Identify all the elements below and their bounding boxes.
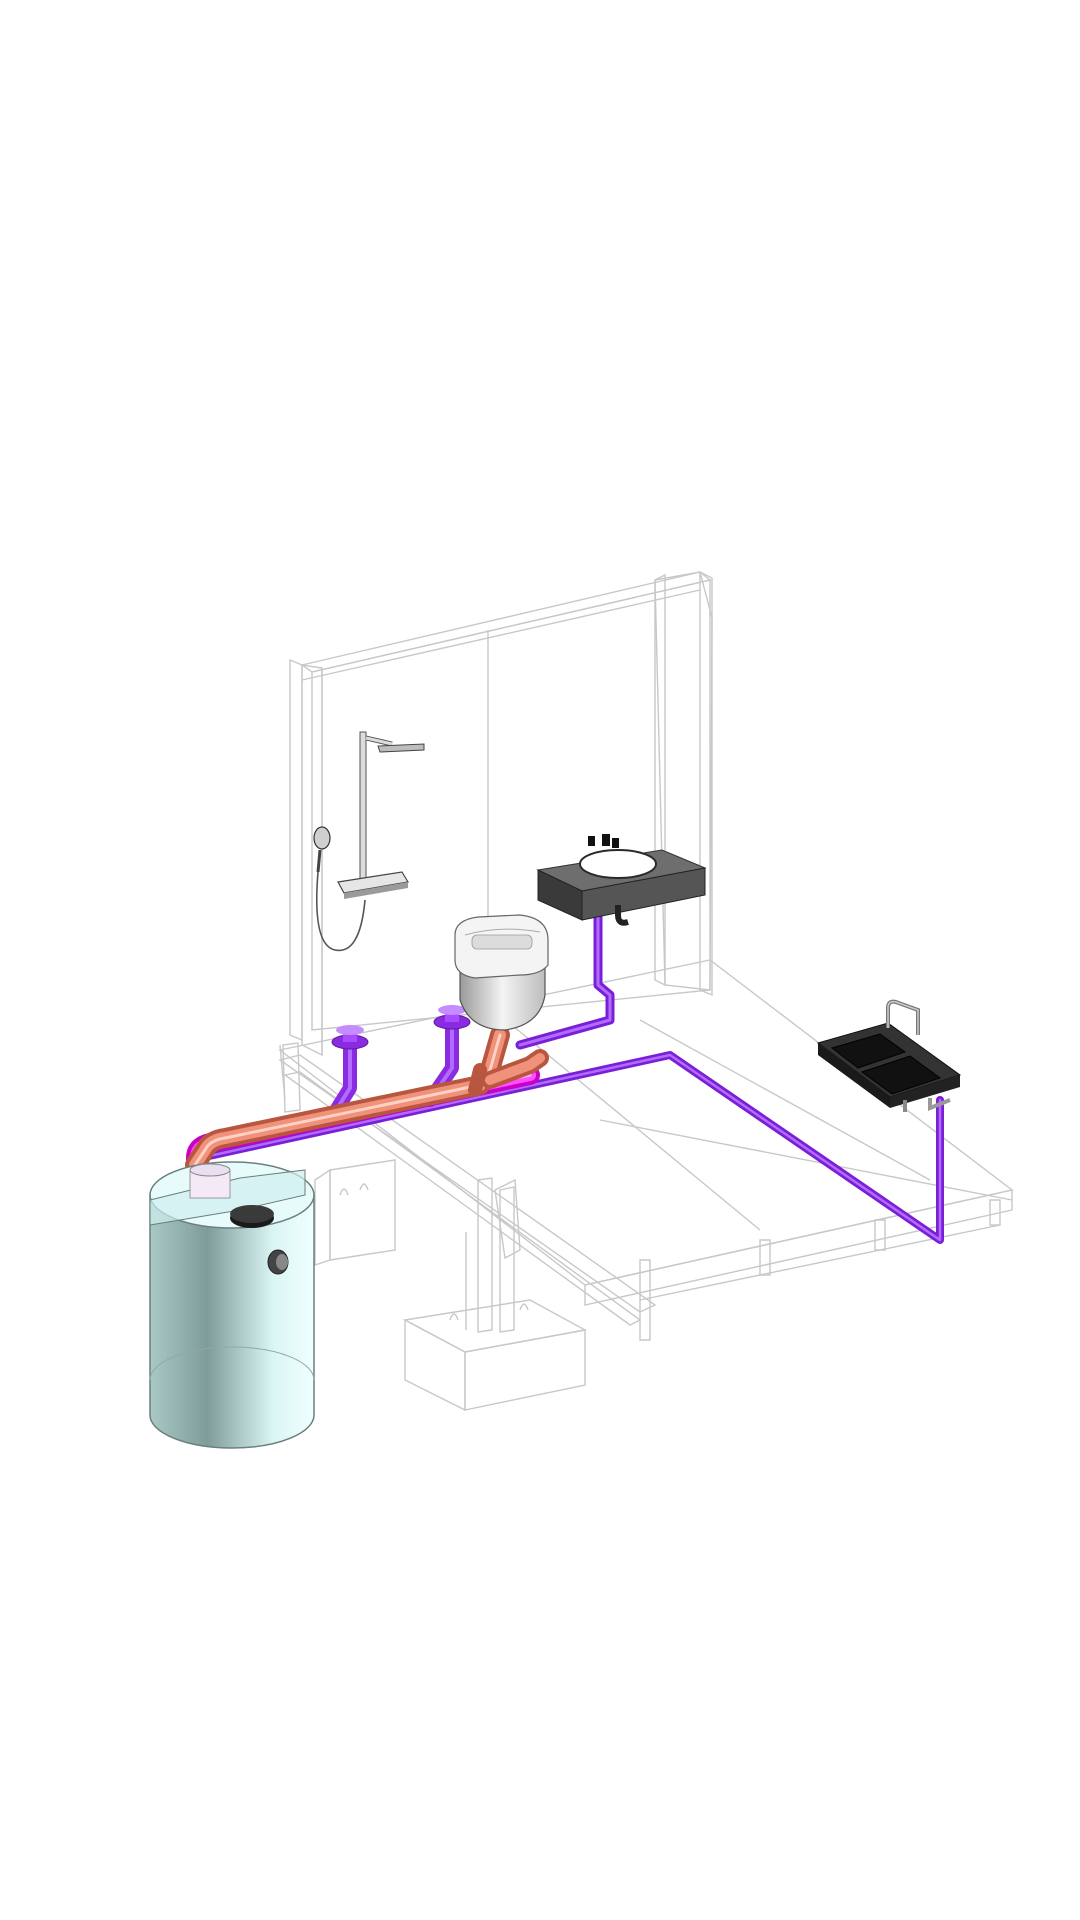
- left-wall: [301, 664, 323, 1057]
- structure-wireframe: [278, 570, 1014, 1412]
- floor-drain: [331, 1025, 369, 1050]
- columns: [465, 1177, 515, 1333]
- hand-shower: [313, 826, 366, 952]
- kitchen-sink: [816, 999, 962, 1112]
- storage-tank: [149, 1161, 315, 1449]
- rain-shower-head: [377, 743, 425, 753]
- kitchen-faucet: [886, 999, 920, 1035]
- kitchen-sink-trap: [928, 1098, 951, 1111]
- tank-outlet-fitting: [267, 1249, 289, 1275]
- right-wall: [654, 570, 713, 997]
- basin-bowl: [579, 849, 657, 879]
- sink-bowl-right: [860, 1055, 942, 1095]
- basin-p-trap: [615, 905, 629, 926]
- sink-bowl-left: [830, 1033, 907, 1069]
- back-wall: [289, 571, 712, 1042]
- purple-pipe-network: [196, 900, 944, 1244]
- wall-hung-toilet: [454, 914, 549, 1031]
- anchor-bolts: [339, 1183, 529, 1321]
- footing-blocks: [314, 1159, 588, 1412]
- floor-joists: [639, 1199, 1001, 1341]
- steel-beam: [278, 1042, 657, 1326]
- floor-slab: [278, 959, 1014, 1306]
- basin-faucet: [588, 834, 619, 848]
- floor-drain: [433, 1005, 471, 1030]
- shower-column: [313, 731, 425, 952]
- toilet-soil-pipe: [185, 1025, 549, 1175]
- washbasin: [536, 834, 707, 926]
